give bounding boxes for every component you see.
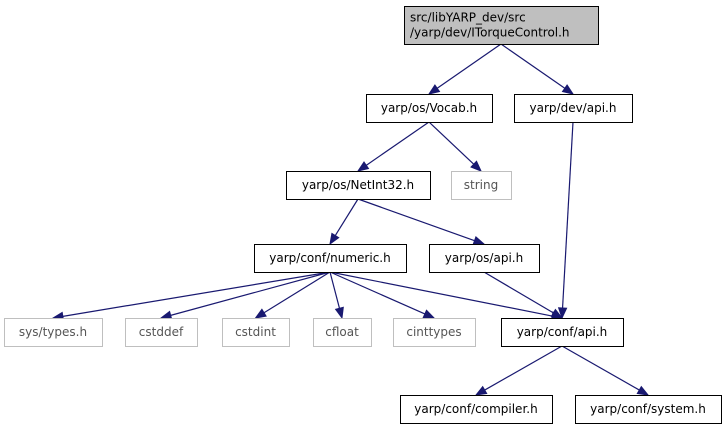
edge-confapi-to-compiler [474, 345, 563, 396]
node-label: yarp/conf/compiler.h [414, 402, 537, 416]
arrowhead [636, 385, 650, 396]
node-box [366, 94, 493, 123]
node-label: cstdint [235, 325, 276, 339]
node-label: sys/types.h [19, 325, 87, 339]
arrowhead [557, 307, 568, 320]
node-label: yarp/conf/numeric.h [269, 251, 390, 265]
arrowhead [472, 236, 486, 245]
node-yarp-conf-system-h[interactable]: yarp/conf/system.h [575, 395, 722, 424]
node-box [313, 318, 372, 347]
edge-numeric-to-confapi [329, 271, 564, 321]
nodes-layer: src/libYARP_dev/src/yarp/dev/ITorqueCont… [4, 6, 722, 424]
arrowhead [334, 306, 344, 320]
node-label: /yarp/dev/ITorqueControl.h [410, 26, 570, 40]
node-box [393, 318, 476, 347]
node-itorquecontrol-h[interactable]: src/libYARP_dev/src/yarp/dev/ITorqueCont… [404, 6, 599, 45]
node-label: yarp/conf/system.h [590, 402, 706, 416]
node-box [404, 6, 599, 45]
edge-line [500, 43, 566, 89]
node-yarp-conf-numeric-h[interactable]: yarp/conf/numeric.h [254, 244, 407, 273]
edge-line [357, 198, 475, 242]
edge-line [62, 271, 331, 317]
node-yarp-os-netint32-h[interactable]: yarp/os/NetInt32.h [286, 171, 431, 200]
node-box [575, 395, 722, 424]
arrowhead [470, 160, 482, 172]
node-box [501, 318, 624, 347]
node-box [514, 94, 633, 123]
node-sys-types-h[interactable]: sys/types.h [4, 318, 103, 347]
node-box [222, 318, 290, 347]
arrowhead [550, 308, 564, 319]
edge-line [365, 121, 430, 166]
node-label: yarp/dev/api.h [530, 101, 617, 115]
edge-line [329, 271, 553, 317]
edge-numeric-to-cinttypes [329, 271, 436, 319]
arrowhead [561, 84, 575, 95]
arrowhead [427, 84, 441, 95]
node-box [125, 318, 198, 347]
edge-line [170, 271, 331, 316]
edge-vocab-to-netint [356, 121, 430, 172]
edge-line [329, 271, 341, 309]
node-string[interactable]: string [451, 171, 512, 200]
edge-line [484, 345, 563, 391]
edge-osapi-to-confapi [483, 271, 564, 319]
edge-itorque-to-vocab [427, 43, 502, 95]
edge-netint-to-numeric [329, 198, 359, 246]
node-label: src/libYARP_dev/src [410, 11, 526, 25]
edge-netint-to-osapi [357, 198, 486, 245]
edge-line [436, 43, 502, 89]
node-label: yarp/os/Vocab.h [381, 101, 477, 115]
arrowhead [422, 309, 436, 319]
node-yarp-os-vocab-h[interactable]: yarp/os/Vocab.h [366, 94, 493, 123]
node-label: cinttypes [406, 325, 461, 339]
edge-devapi-to-confapi [557, 121, 574, 320]
node-label: cfloat [325, 325, 359, 339]
arrowhead [356, 161, 370, 172]
edge-line [329, 271, 426, 315]
node-yarp-conf-compiler-h[interactable]: yarp/conf/compiler.h [400, 395, 553, 424]
edge-numeric-to-cstdint [254, 271, 331, 319]
node-cfloat[interactable]: cfloat [313, 318, 372, 347]
arrowhead [254, 308, 267, 319]
node-box [400, 395, 553, 424]
node-box [254, 244, 407, 273]
node-yarp-dev-api-h[interactable]: yarp/dev/api.h [514, 94, 633, 123]
node-label: cstddef [139, 325, 184, 339]
node-box [286, 171, 431, 200]
edge-line [561, 345, 640, 391]
edge-line [561, 121, 574, 309]
arrowhead [329, 232, 340, 246]
edge-numeric-to-cfloat [329, 271, 344, 320]
node-label: string [464, 178, 498, 192]
node-box [451, 171, 512, 200]
node-cstdint[interactable]: cstdint [222, 318, 290, 347]
edge-line [334, 198, 359, 236]
node-box [4, 318, 103, 347]
edge-confapi-to-system [561, 345, 650, 396]
arrowhead [474, 385, 488, 396]
edge-vocab-to-string [428, 121, 482, 172]
node-cstddef[interactable]: cstddef [125, 318, 198, 347]
node-label: yarp/conf/api.h [517, 325, 608, 339]
edge-itorque-to-devapi [500, 43, 575, 95]
edge-line [483, 271, 554, 314]
edge-line [263, 271, 331, 314]
edge-numeric-to-systypes [51, 271, 331, 321]
node-label: yarp/os/api.h [445, 251, 523, 265]
node-yarp-conf-api-h[interactable]: yarp/conf/api.h [501, 318, 624, 347]
node-box [429, 244, 540, 273]
node-yarp-os-api-h[interactable]: yarp/os/api.h [429, 244, 540, 273]
node-label: yarp/os/NetInt32.h [302, 178, 414, 192]
node-cinttypes[interactable]: cinttypes [393, 318, 476, 347]
edge-line [428, 121, 475, 165]
